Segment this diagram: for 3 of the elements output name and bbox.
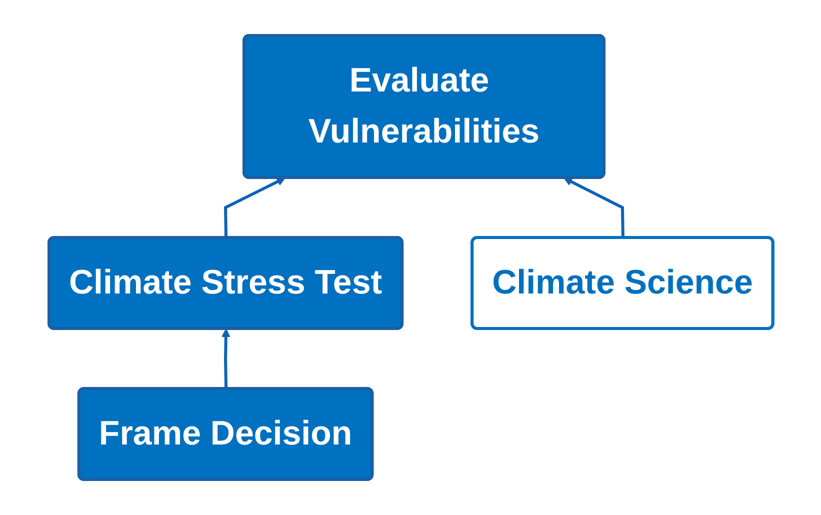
arrow [221,328,230,390]
arrow [563,178,624,238]
arrow [224,178,285,238]
